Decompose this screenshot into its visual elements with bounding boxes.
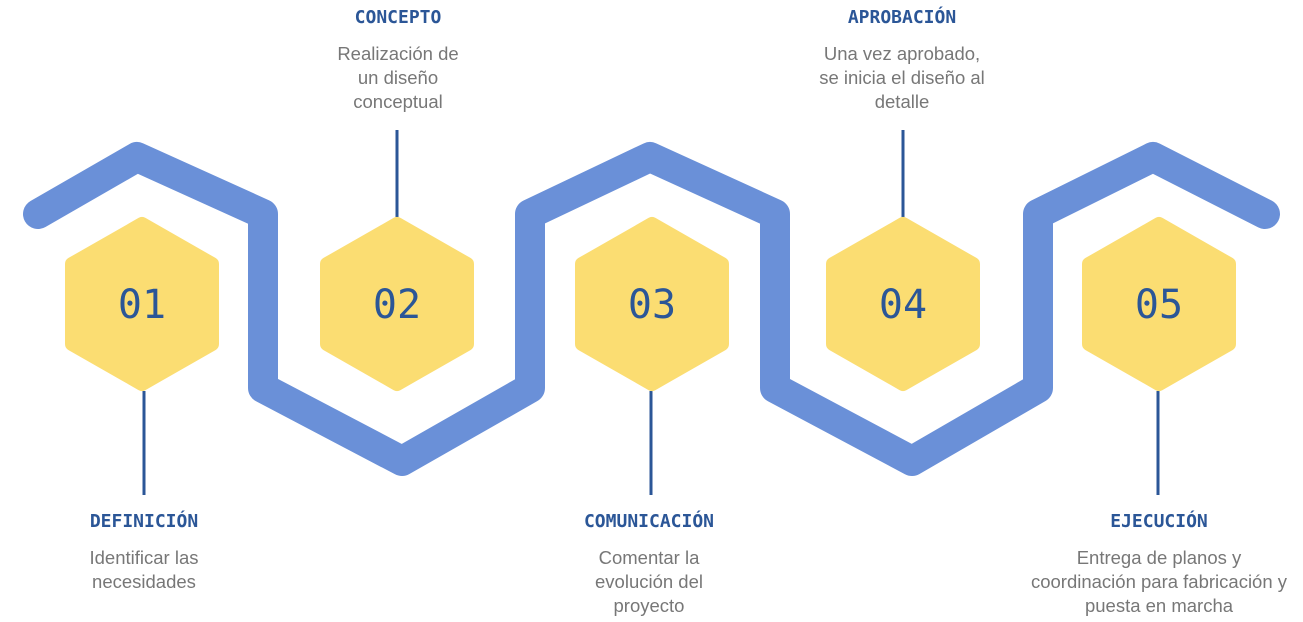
step-desc: proyecto (613, 595, 685, 616)
step-number: 04 (878, 282, 928, 328)
step-aprobacion: APROBACIÓN Una vez aprobado, se inicia el… (752, 7, 1052, 114)
step-concepto: CONCEPTO Realización de un diseño conceptu… (248, 7, 548, 114)
step-title: COMUNICACIÓN (583, 511, 715, 532)
step-ejecucion: EJECUCIÓN Entrega de planos y coordinació… (996, 511, 1303, 618)
step-desc: detalle (874, 91, 930, 112)
step-desc: Entrega de planos y (1076, 547, 1242, 568)
connector-lines (142, 130, 1160, 495)
step-comunicacion: COMUNICACIÓN Comentar la evolución del pro… (499, 511, 799, 618)
hexagon-badge (1082, 217, 1236, 391)
hexagon-badge (320, 217, 474, 391)
step-title: DEFINICIÓN (89, 511, 199, 532)
step-title: EJECUCIÓN (1110, 511, 1208, 532)
step-desc: Comentar la (598, 547, 700, 568)
hexagon-badge (826, 217, 980, 391)
hexagon-badge (65, 217, 219, 391)
step-number: 05 (1134, 282, 1184, 328)
step-desc: Una vez aprobado, (823, 43, 981, 64)
step-desc: se inicia el diseño al (819, 67, 985, 88)
step-desc: coordinación para fabricación y (1030, 571, 1288, 592)
zigzag-path (23, 142, 1280, 476)
step-desc: puesta en marcha (1084, 595, 1234, 616)
step-desc: Identificar las (89, 547, 199, 568)
step-number: 02 (372, 282, 422, 328)
hexagon-badge (575, 217, 729, 391)
step-desc: evolución del (595, 571, 703, 592)
step-desc: Realización de (337, 43, 459, 64)
step-desc: necesidades (92, 571, 196, 592)
step-desc: conceptual (353, 91, 443, 112)
step-title: CONCEPTO (354, 7, 442, 28)
step-definicion: DEFINICIÓN Identificar las necesidades (0, 511, 294, 594)
step-number: 01 (117, 282, 167, 328)
step-title: APROBACIÓN (847, 7, 957, 28)
step-number: 03 (627, 282, 677, 328)
step-desc: un diseño (357, 67, 439, 88)
